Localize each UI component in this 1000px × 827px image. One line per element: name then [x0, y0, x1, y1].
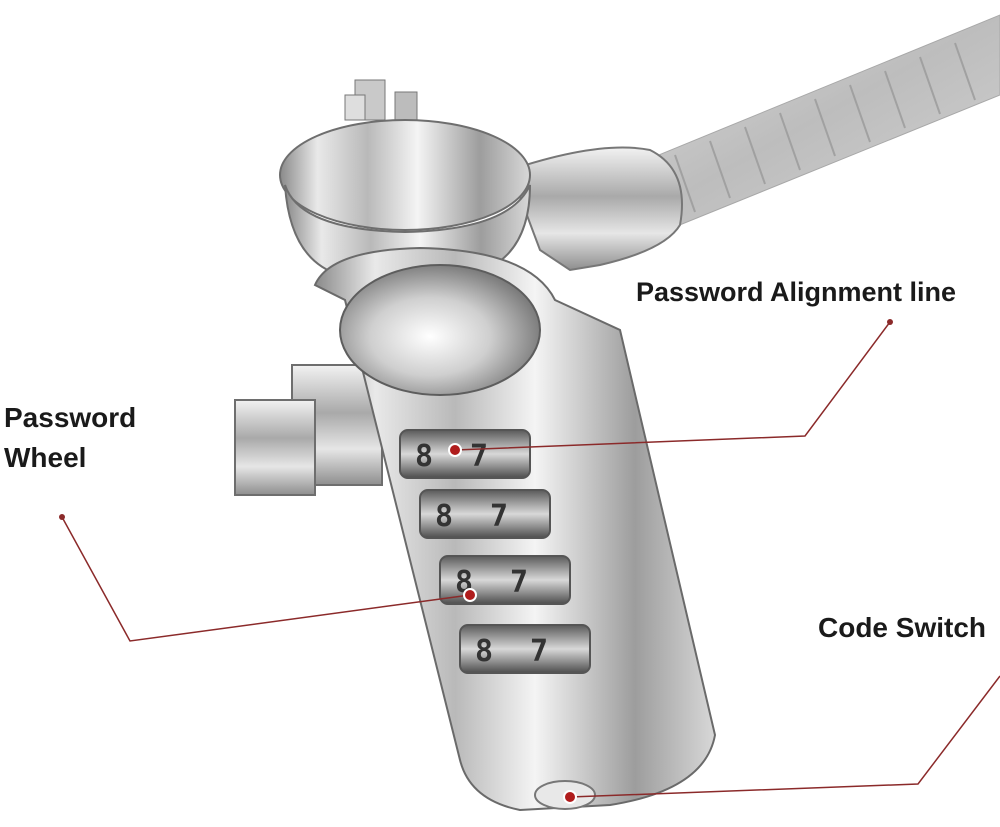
lock-cap [279, 119, 531, 231]
switch-leader-line [569, 675, 1000, 798]
wheel-leader-line [61, 516, 471, 642]
wheel-3-digit-b: 7 [510, 565, 528, 600]
steel-cable [609, 14, 1000, 236]
wheel-2-digit-a: 8 [435, 499, 453, 534]
lock-dome [339, 264, 541, 396]
wheel-2-digit-b: 7 [490, 499, 508, 534]
password-wheel-label-line1: Password [4, 402, 137, 433]
wheel-1-digit-a: 8 [415, 439, 433, 474]
password-wheel-label: Password Wheel [4, 398, 204, 478]
wheel-1[interactable]: 8 7 [399, 429, 531, 479]
alignment-marker-dot [448, 443, 462, 457]
wheel-end-dot [59, 514, 65, 520]
callout-markers [59, 319, 893, 804]
lock-tbar [344, 79, 418, 121]
password-alignment-line-label: Password Alignment line [636, 277, 957, 307]
wheel-marker-dot [463, 588, 477, 602]
wheel-2[interactable]: 8 7 [419, 489, 551, 539]
code-switch-label: Code Switch [818, 612, 987, 643]
switch-marker-dot [563, 790, 577, 804]
password-wheel-label-line2: Wheel [4, 442, 87, 473]
wheel-4-digit-b: 7 [530, 634, 548, 669]
wheel-4[interactable]: 8 7 [459, 624, 591, 674]
side-latch [234, 364, 383, 496]
wheel-1-digit-b: 7 [470, 439, 488, 474]
combination-wheels: 8 7 8 7 8 7 8 7 [399, 429, 591, 674]
alignment-leader-line [454, 321, 891, 451]
callout-lines [61, 321, 1000, 798]
alignment-end-dot [887, 319, 893, 325]
wheel-4-digit-a: 8 [475, 634, 493, 669]
cable-clamp [508, 146, 683, 272]
